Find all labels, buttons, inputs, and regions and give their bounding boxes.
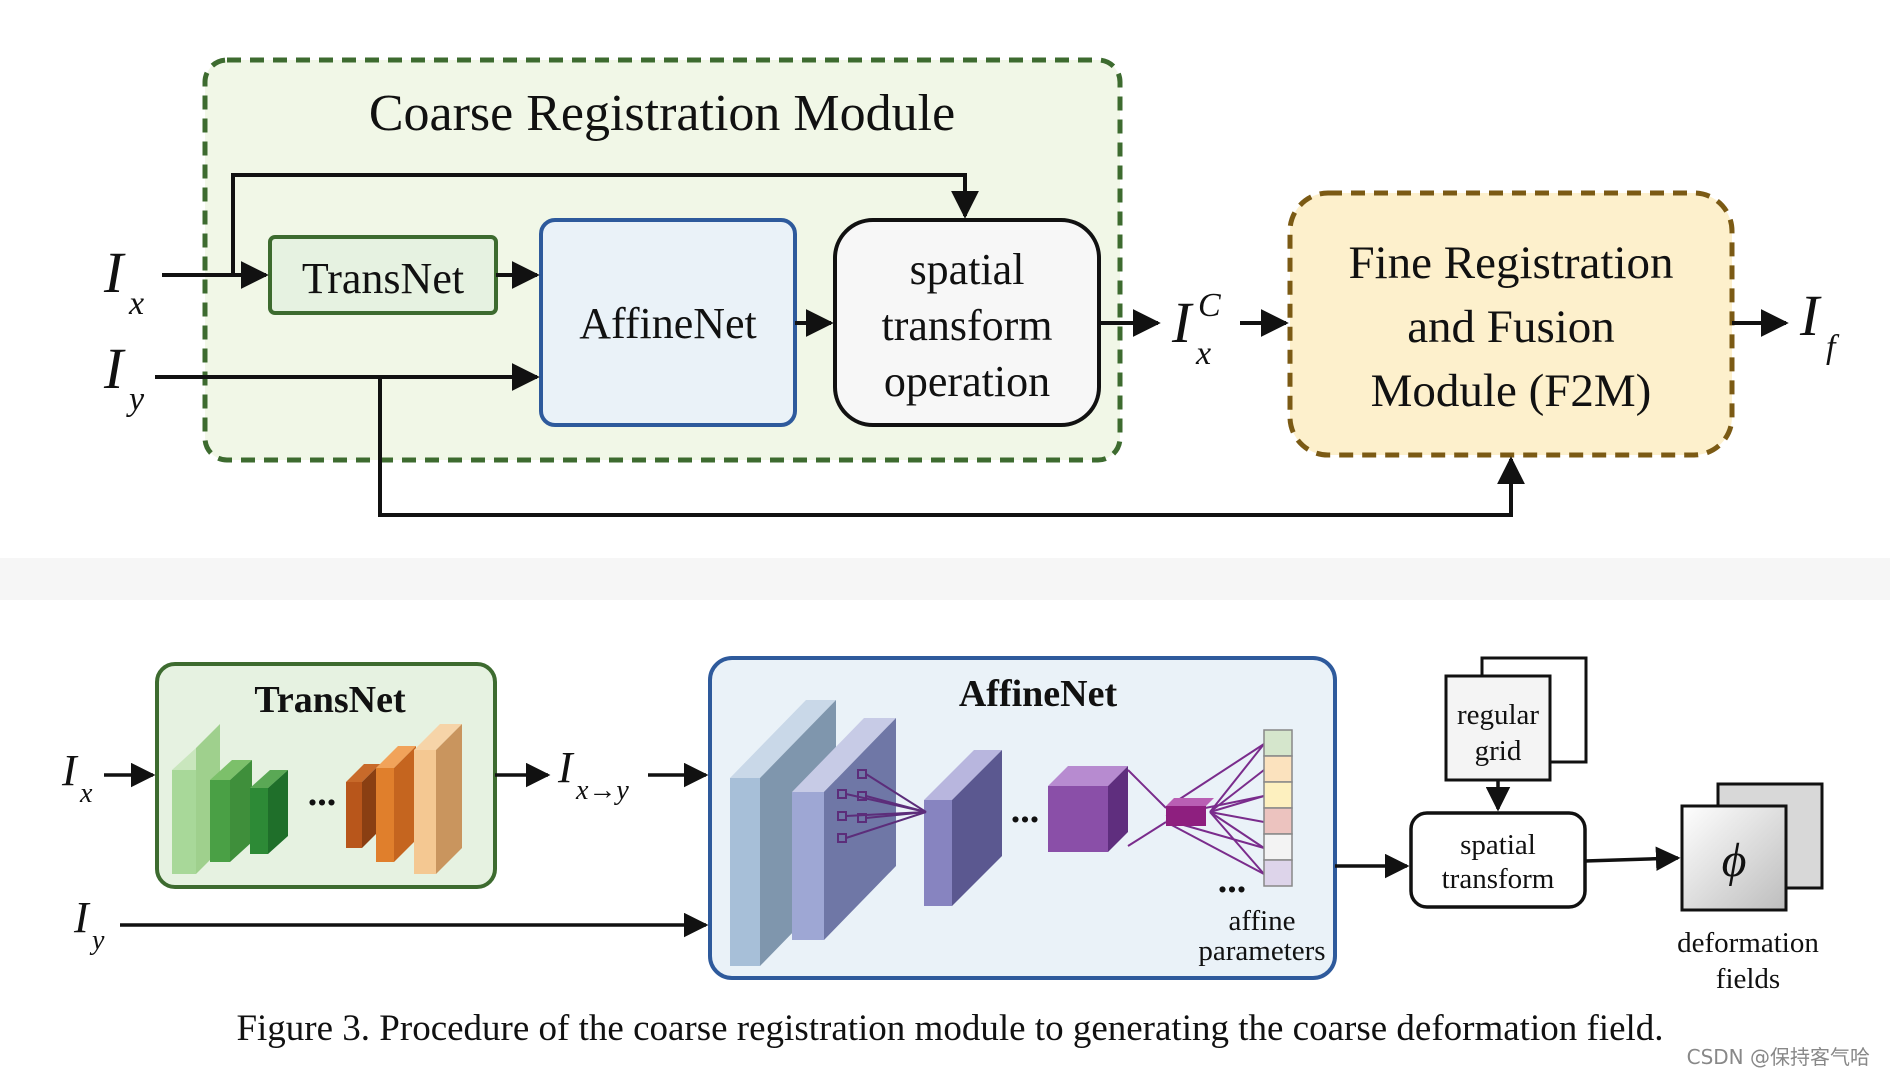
spatial-transform-label-1: spatial [1460,829,1536,861]
coarse-registration-module-title: Coarse Registration Module [369,85,955,142]
panel-separator [0,558,1890,600]
affine-parameter-vector [1263,729,1293,887]
f2m-line-2: and Fusion [1407,301,1615,353]
affinenet-detail-title: AffineNet [959,673,1118,715]
arrow-iy-to-f2m [378,377,1525,517]
regular-grid-label-1: regular [1457,699,1539,731]
affine-parameters-label-1: affine [1228,905,1295,937]
affinenet-conv-layers [730,700,1002,966]
svg-text:I: I [61,746,79,795]
affinenet-fc-node [1166,798,1214,826]
bottom-arrows [104,762,1681,938]
f2m-line-1: Fine Registration [1348,237,1673,289]
affinenet-ellipsis: ... [1011,789,1040,831]
svg-text:x: x [79,778,93,809]
transnet-orange-layers [346,724,462,874]
top-input-ix: I x [103,240,144,322]
svg-text:I: I [557,743,575,792]
affinenet-feature-cube [1048,766,1128,852]
svg-text:I: I [1171,290,1194,355]
transnet-green-layers [172,724,288,874]
svg-text:y: y [126,381,145,418]
transnet-label: TransNet [302,254,464,303]
deformation-field-stack: ϕ [1680,782,1824,912]
spatial-transform-label-2: transform [1442,863,1555,895]
mid-output-ixy: I x→y [557,743,629,806]
figure-caption: Figure 3. Procedure of the coarse regist… [236,1008,1663,1049]
f2m-line-3: Module (F2M) [1371,365,1652,417]
arrow-spatial-transform-to-phi [1584,846,1681,871]
regular-grid-label-2: grid [1475,735,1522,767]
deformation-fields-label-1: deformation [1677,927,1819,959]
svg-text:x: x [1195,335,1211,372]
affinenet-receptive-field-lines [837,769,927,843]
affine-parameters-label-2: parameters [1198,935,1325,967]
affine-parameter-ellipsis: ... [1218,859,1247,901]
affinenet-label: AffineNet [579,299,757,348]
transnet-detail-title: TransNet [254,679,406,721]
affinenet-fc-lines [1127,743,1265,875]
transnet-ellipsis: ... [308,772,337,814]
svg-text:I: I [73,893,91,942]
svg-text:I: I [1799,283,1822,348]
regular-grid-stack: regular grid [1444,656,1588,782]
deformation-fields-label-2: fields [1716,963,1780,995]
spatial-transform-line-1: spatial [910,245,1025,294]
spatial-transform-line-2: transform [881,301,1052,350]
svg-text:x: x [128,285,144,322]
spatial-transform-line-3: operation [884,357,1050,406]
svg-text:I: I [103,336,126,401]
bottom-input-ix: I x [61,746,93,809]
top-input-iy: I y [103,336,145,418]
svg-text:y: y [89,925,105,956]
phi-symbol: ϕ [1722,834,1747,887]
coarse-output-ixc: I C x [1171,287,1221,372]
bottom-input-iy: I y [73,893,105,956]
top-arrows [155,173,1789,517]
svg-text:C: C [1198,287,1221,324]
svg-text:x→y: x→y [575,775,629,806]
watermark: CSDN @保持客气哈 [1687,1045,1870,1069]
svg-text:I: I [103,240,126,305]
arrow-ix-skip-to-spatial [231,173,979,275]
